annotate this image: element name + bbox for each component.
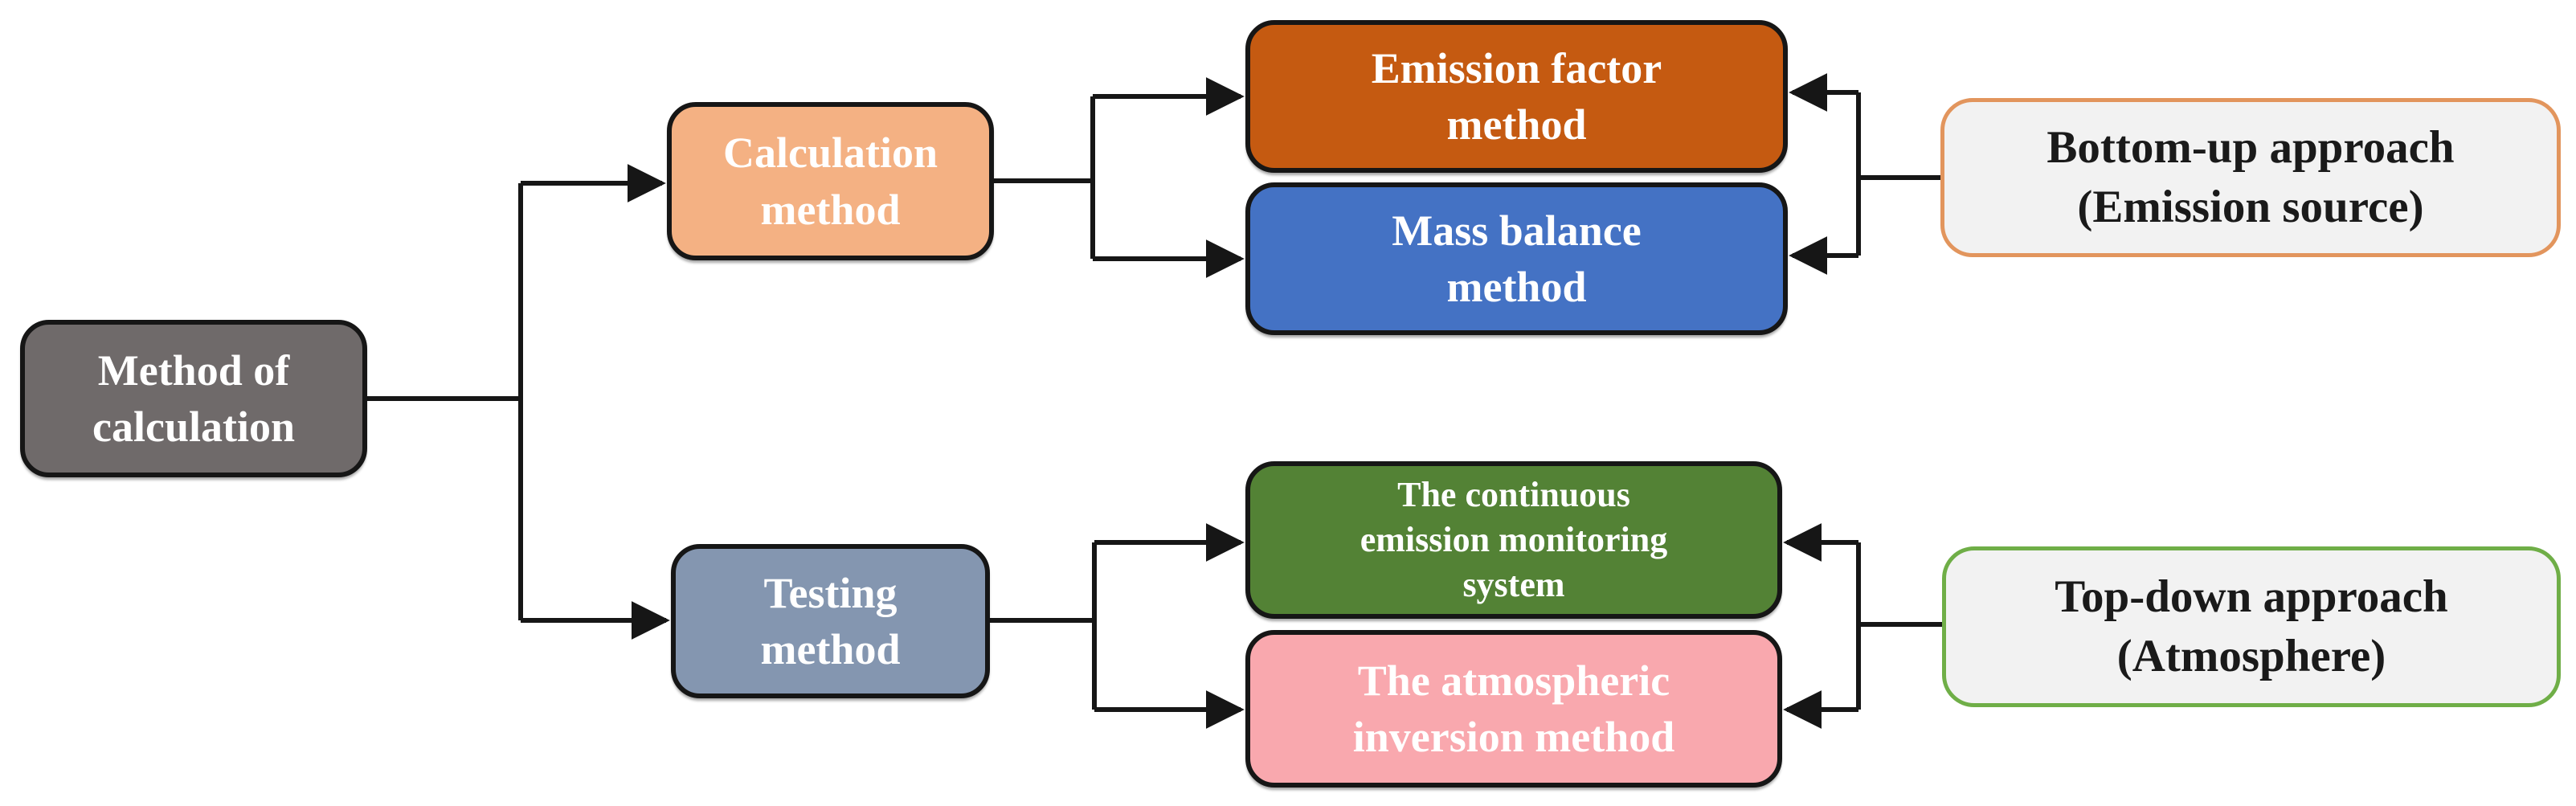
edge-topdown-trunk — [1856, 542, 1942, 710]
node-bottom-up-approach: Bottom-up approach (Emission source) — [1940, 98, 2561, 257]
node-label: Emission factor method — [1371, 43, 1662, 149]
edge-bottomup-trunk — [1856, 92, 1940, 256]
node-testing-method: Testing method — [671, 544, 990, 698]
node-label: Top-down approach (Atmosphere) — [2055, 571, 2448, 681]
node-label: Mass balance method — [1392, 206, 1642, 311]
node-emission-factor-method: Emission factor method — [1245, 20, 1788, 173]
node-label: Bottom-up approach (Emission source) — [2046, 121, 2455, 232]
edge-testing-trunk — [990, 542, 1097, 710]
edge-root-trunk — [367, 183, 523, 620]
node-top-down-approach: Top-down approach (Atmosphere) — [1942, 546, 2561, 707]
node-label: Method of calculation — [92, 346, 295, 451]
node-label: The continuous emission monitoring syste… — [1360, 474, 1668, 605]
node-calculation-method: Calculation method — [667, 102, 994, 260]
node-atmospheric-inversion-method: The atmospheric inversion method — [1245, 630, 1782, 788]
node-method-of-calculation: Method of calculation — [20, 320, 367, 477]
node-mass-balance-method: Mass balance method — [1245, 182, 1788, 335]
node-label: Calculation method — [722, 129, 938, 234]
edge-calculation-trunk — [994, 96, 1095, 259]
node-label: Testing method — [760, 568, 901, 673]
node-continuous-emission-monitoring-system: The continuous emission monitoring syste… — [1245, 461, 1782, 619]
node-label: The atmospheric inversion method — [1352, 656, 1675, 761]
